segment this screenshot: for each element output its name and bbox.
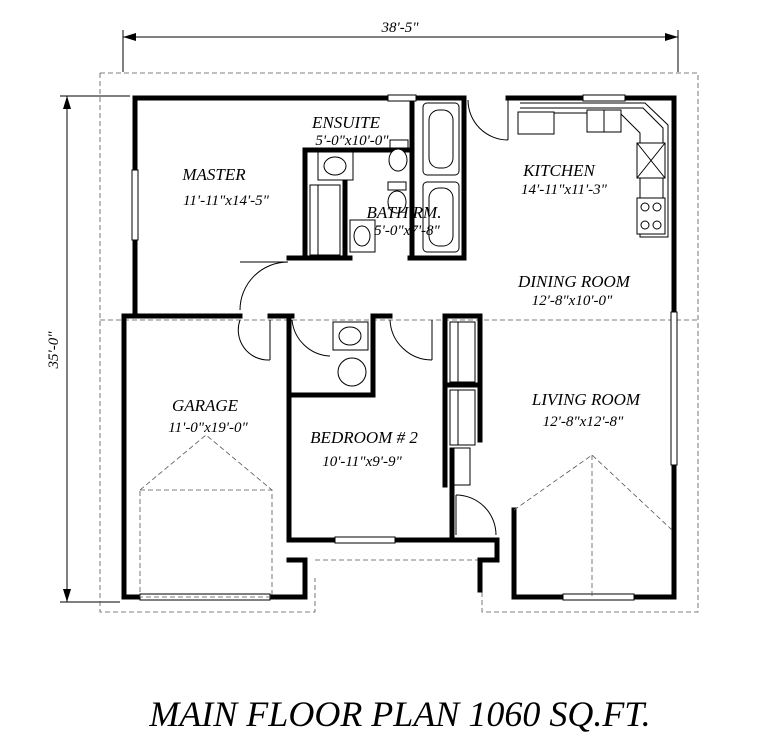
width-dimension-label: 38'-5" xyxy=(380,20,419,36)
closets xyxy=(309,184,476,486)
bath-size: 5'-0"x7'-8" xyxy=(374,223,440,239)
bedroom2-name: BEDROOM # 2 xyxy=(310,428,418,447)
walls xyxy=(121,95,677,600)
bath-name: BATH RM. xyxy=(367,203,442,222)
garage-name: GARAGE xyxy=(172,396,239,415)
dining-name: DINING ROOM xyxy=(517,272,631,291)
doors xyxy=(237,99,509,536)
dining-size: 12'-8"x10'-0" xyxy=(532,293,613,309)
bath-toilet xyxy=(387,190,407,214)
master-size: 11'-11"x14'-5" xyxy=(183,193,270,209)
living-name: LIVING ROOM xyxy=(531,390,641,409)
plan-title: MAIN FLOOR PLAN 1060 SQ.FT. xyxy=(148,694,650,734)
kitchen-counter xyxy=(517,102,669,238)
ceiling-lines xyxy=(139,434,673,598)
kitchen-name: KITCHEN xyxy=(522,161,596,180)
width-dimension: 38'-5" xyxy=(122,20,679,72)
depth-dimension-label: 35'-0" xyxy=(46,331,62,370)
kitchen-size: 14'-11"x11'-3" xyxy=(521,182,608,198)
bedroom2-size: 10'-11"x9'-9" xyxy=(322,454,402,470)
ensuite-name: ENSUITE xyxy=(311,113,381,132)
depth-dimension: 35'-0" xyxy=(46,95,130,603)
living-size: 12'-8"x12'-8" xyxy=(543,414,624,430)
stove xyxy=(636,197,666,235)
master-name: MASTER xyxy=(181,165,246,184)
laundry-fixture xyxy=(337,357,367,387)
garage-size: 11'-0"x19'-0" xyxy=(168,420,248,436)
room-labels: ENSUITE 5'-0"x10'-0" MASTER 11'-11"x14'-… xyxy=(168,113,641,470)
roof-outline xyxy=(99,72,699,613)
fixtures xyxy=(317,102,460,387)
ensuite-toilet xyxy=(388,148,408,172)
ensuite-size: 5'-0"x10'-0" xyxy=(315,133,389,149)
